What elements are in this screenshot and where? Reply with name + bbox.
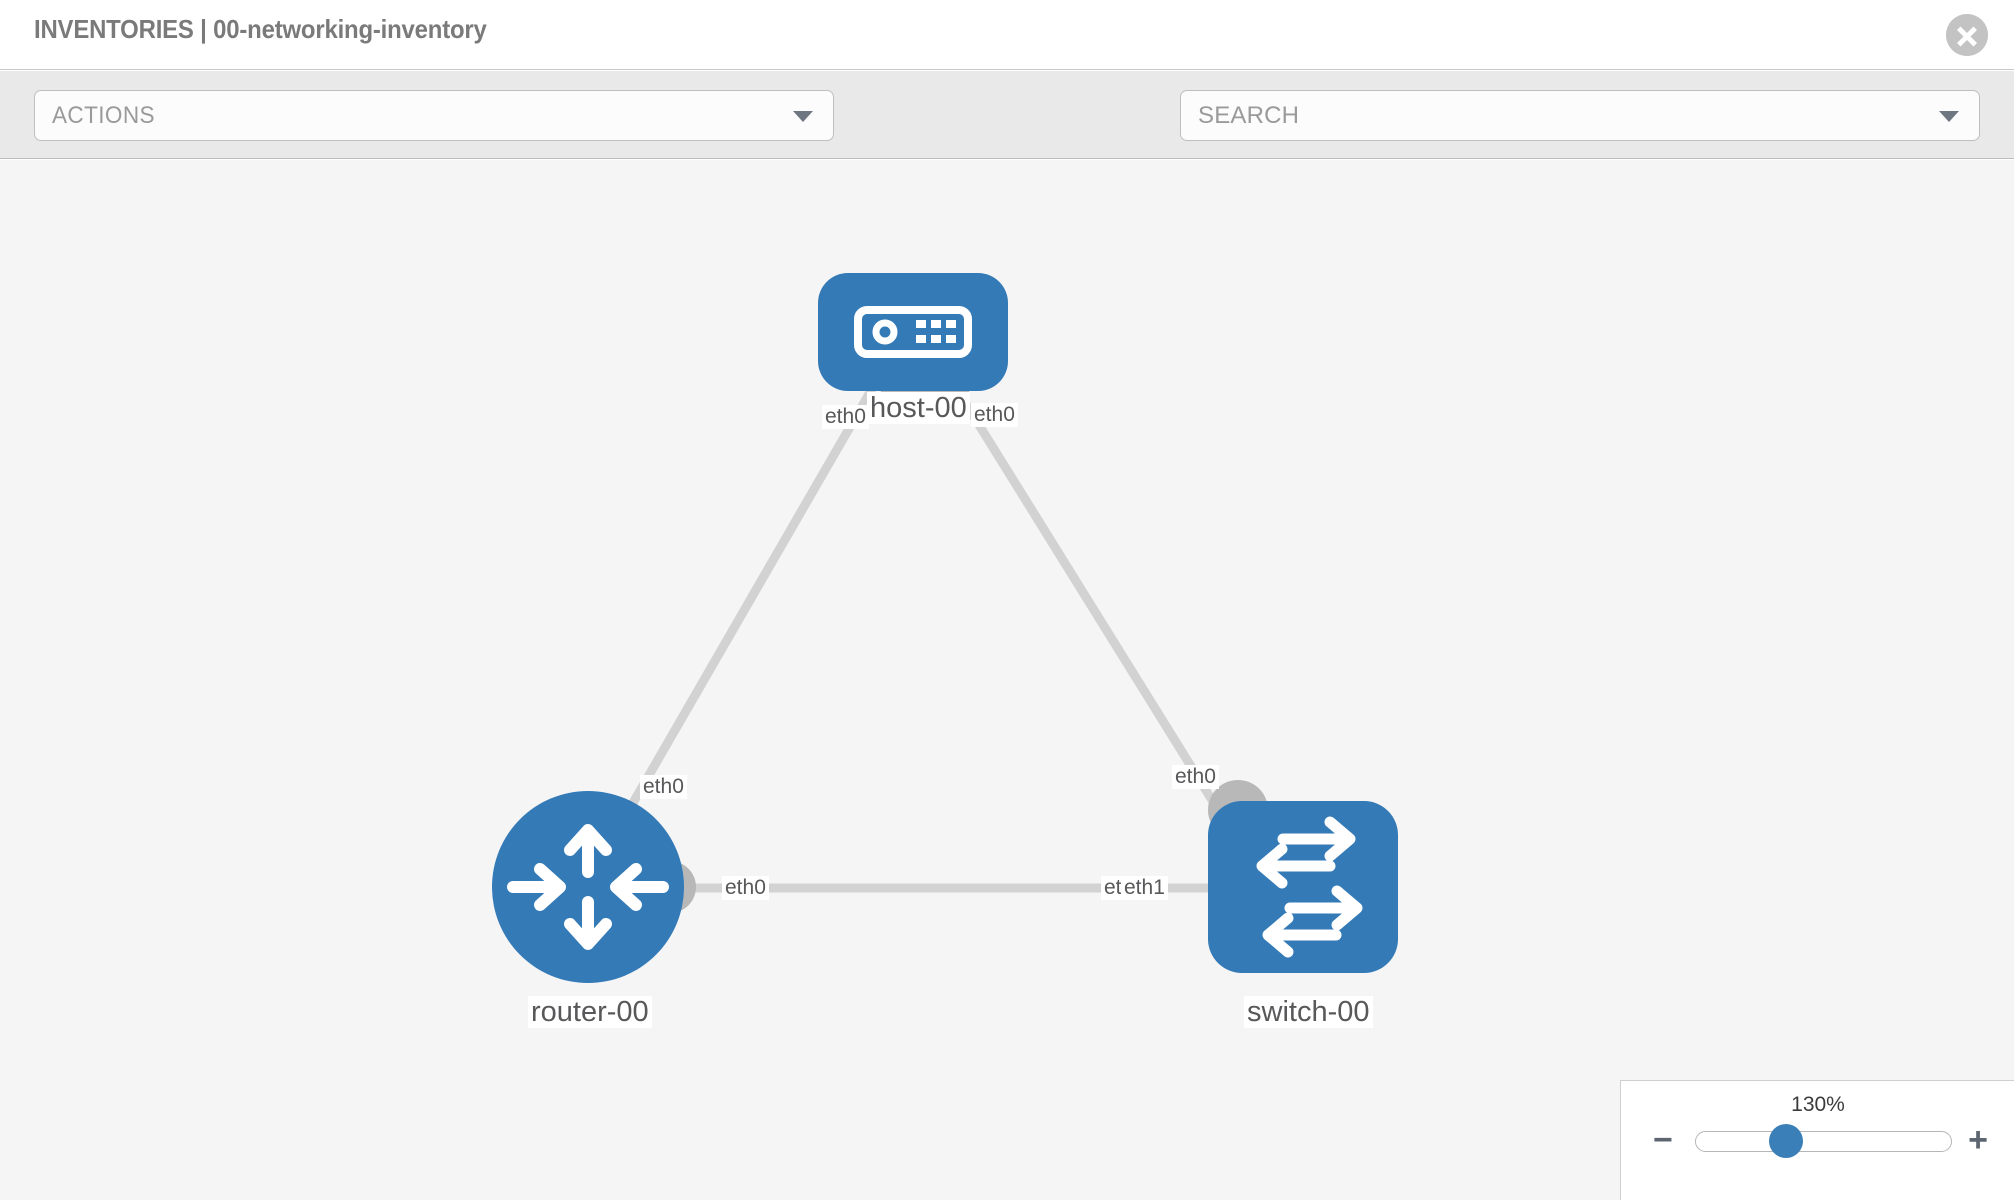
actions-dropdown[interactable]: ACTIONS [34, 90, 834, 141]
edge-label-host00-router00-near: eth0 [822, 405, 869, 430]
edge-label-router00-switch00-far: eth1 [1121, 876, 1168, 901]
node-label-router-00: router-00 [528, 996, 652, 1029]
edge-label-host00-router00-far: eth0 [640, 775, 687, 800]
edge-label-host00-switch00-far: eth0 [1172, 765, 1219, 790]
topology-edges [596, 372, 1250, 893]
topology-endpoints [644, 356, 1268, 917]
toolbar: ACTIONS SEARCH [0, 71, 2014, 202]
page-title: INVENTORIES | 00-networking-inventory [34, 14, 487, 44]
topology-canvas[interactable]: host-00 router-00 switch-00 eth0 eth0 et… [0, 160, 2014, 1200]
page-header: INVENTORIES | 00-networking-inventory [0, 0, 2014, 70]
edge-label-host00-switch00-near: eth0 [971, 403, 1018, 428]
close-circle-icon [1946, 14, 1988, 56]
router-arrows-icon [507, 824, 669, 950]
search-input[interactable]: SEARCH [1180, 90, 1980, 141]
zoom-slider-track[interactable] [1695, 1131, 1952, 1152]
actions-dropdown-label: ACTIONS [52, 102, 155, 129]
chevron-down-icon[interactable] [1939, 111, 1959, 122]
edge-label-router00-switch00-near: eth0 [722, 876, 769, 901]
chevron-down-icon [793, 111, 813, 122]
node-label-switch-00: switch-00 [1244, 996, 1373, 1029]
node-router-00[interactable] [492, 791, 684, 983]
zoom-out-button[interactable]: − [1653, 1121, 1673, 1159]
server-icon [854, 306, 972, 358]
topology-graph [492, 273, 1398, 983]
search-placeholder: SEARCH [1198, 102, 1300, 129]
zoom-in-button[interactable]: + [1968, 1121, 1988, 1159]
switch-arrows-icon [1256, 816, 1363, 958]
node-host-00[interactable] [818, 273, 1008, 391]
zoom-percent-label: 130% [1791, 1093, 1845, 1116]
zoom-slider-thumb[interactable] [1769, 1124, 1803, 1158]
zoom-control-panel: 130% − + [1620, 1080, 2014, 1200]
close-button[interactable] [1946, 14, 1988, 56]
node-label-host-00: host-00 [867, 392, 970, 425]
node-switch-00[interactable] [1208, 801, 1398, 973]
